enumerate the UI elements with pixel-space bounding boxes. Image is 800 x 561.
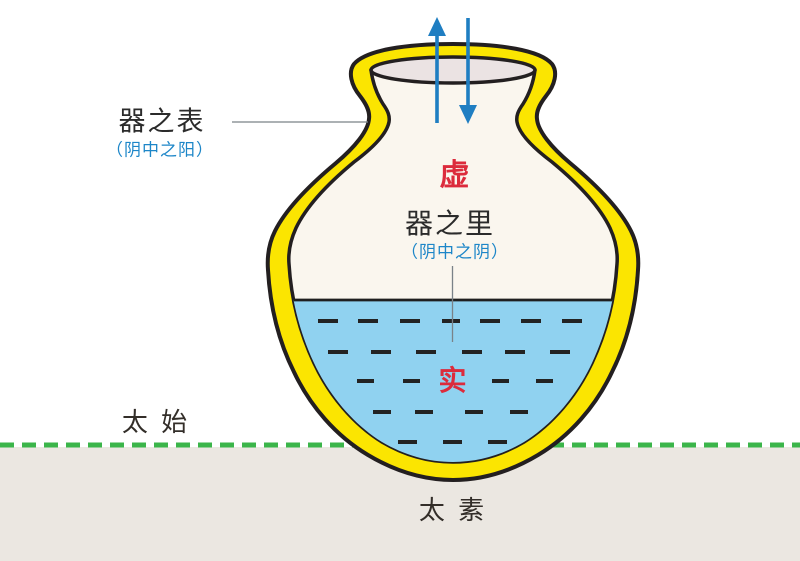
empty-label: 虚 (439, 159, 471, 192)
taisu-label: 太 素 (418, 495, 488, 525)
arrow-up-icon (428, 17, 446, 123)
arrow-down-icon (459, 18, 477, 124)
vessel-mouth (369, 55, 537, 85)
inside-sublabel: （阴中之阴） (401, 242, 509, 262)
taishi-label: 太 始 (121, 407, 191, 437)
surface-sublabel: （阴中之阳） (106, 140, 214, 160)
water-dash-pattern (318, 319, 582, 444)
surface-label: 器之表 (118, 106, 206, 137)
full-label: 实 (438, 365, 468, 396)
inside-label: 器之里 (404, 208, 496, 239)
